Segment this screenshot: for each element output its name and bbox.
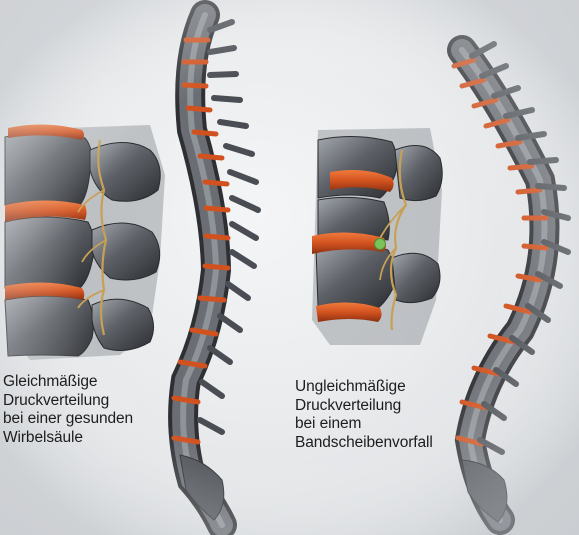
- herniated-detail-view: [312, 128, 442, 345]
- healthy-spine: [174, 15, 258, 525]
- healthy-caption-line-3: bei einer gesunden: [3, 410, 133, 429]
- herniated-spine: [454, 44, 568, 522]
- healthy-detail-view: [5, 124, 165, 360]
- herniated-caption-line-2: Druckverteilung: [295, 397, 433, 416]
- healthy-caption-line-1: Gleichmäßige: [3, 373, 133, 392]
- herniation-marker: [375, 239, 386, 250]
- healthy-caption-line-4: Wirbelsäule: [3, 429, 133, 448]
- healthy-caption: Gleichmäßige Druckverteilung bei einer g…: [3, 373, 133, 447]
- herniated-caption-line-3: bei einem: [295, 415, 433, 434]
- herniated-caption: Ungleichmäßige Druckverteilung bei einem…: [295, 378, 433, 452]
- healthy-caption-line-2: Druckverteilung: [3, 392, 133, 411]
- herniated-caption-line-1: Ungleichmäßige: [295, 378, 433, 397]
- herniated-caption-line-4: Bandscheibenvorfall: [295, 434, 433, 453]
